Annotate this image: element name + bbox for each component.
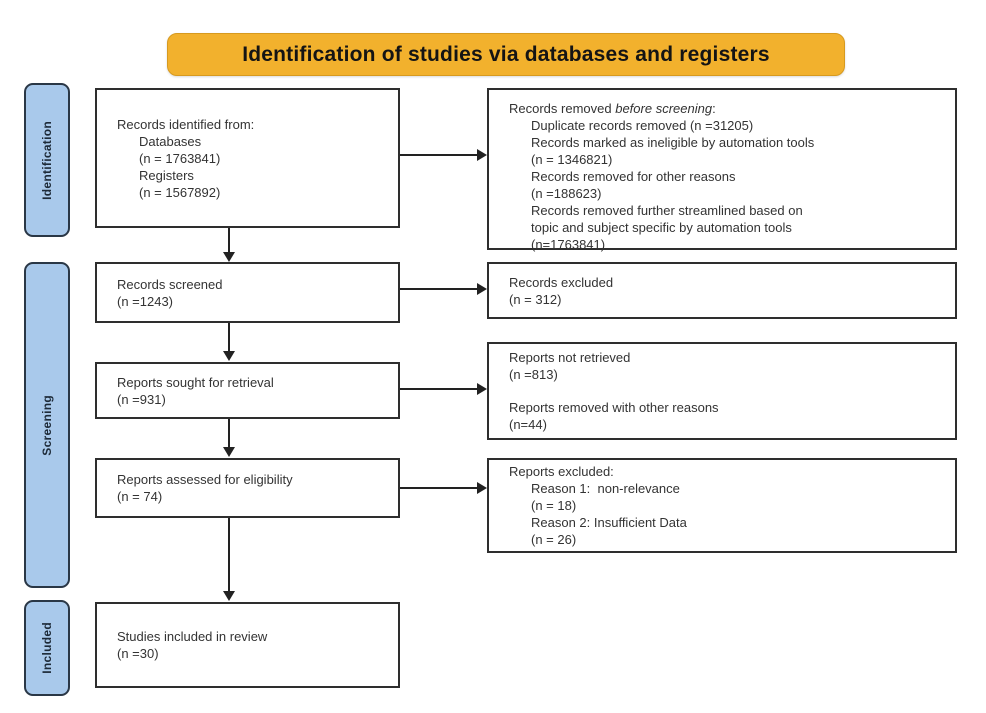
box-line: Reports sought for retrieval — [117, 374, 274, 390]
box-line: (n = 1567892) — [139, 184, 221, 200]
stage-label-included: Included — [24, 600, 70, 696]
arrow-right-head-icon — [477, 149, 487, 161]
box-line: topic and subject specific by automation… — [531, 220, 792, 235]
box-line: (n =931) — [117, 391, 166, 407]
arrow-down-head-icon — [223, 591, 235, 601]
box-line: (n = 26) — [531, 532, 577, 547]
box-line: Reports excluded: — [509, 464, 614, 479]
box-line: Databases — [139, 133, 202, 149]
box-heading: Records removed before screening: — [509, 101, 716, 116]
arrow-down-sought-to-assessed — [228, 419, 230, 448]
italic-phrase: before screening — [615, 101, 713, 116]
box-reports-excluded: Reports excluded: Reason 1: non-relevanc… — [487, 458, 957, 553]
diagram-title: Identification of studies via databases … — [242, 42, 770, 66]
box-line: (n =813) — [509, 367, 558, 382]
box-records-screened: Records screened (n =1243) — [95, 262, 400, 323]
box-records-removed-before-screening: Records removed before screening: Duplic… — [487, 88, 957, 252]
box-line: Reason 2: Insufficient Data — [531, 515, 687, 530]
box-reports-not-retrieved: Reports not retrieved (n =813) Reports r… — [487, 342, 957, 440]
arrow-right-head-icon — [477, 383, 487, 395]
box-line: (n = 74) — [117, 489, 163, 504]
stage-label-identification: Identification — [24, 83, 70, 237]
arrow-right-assessed-to-excluded — [400, 487, 477, 489]
box-line: Reports not retrieved — [509, 350, 631, 365]
box-line: Studies included in review — [117, 629, 268, 644]
box-line: (n = 1346821) — [531, 152, 613, 167]
arrow-down-identified-to-screened — [228, 228, 230, 253]
box-line: Records marked as ineligible by automati… — [531, 135, 815, 150]
box-line: Reports removed with other reasons — [509, 400, 719, 415]
stage-label-screening: Screening — [24, 262, 70, 588]
box-line: Records identified from: — [117, 116, 255, 132]
box-studies-included: Studies included in review (n =30) — [95, 602, 400, 688]
box-line: (n=1763841) — [531, 237, 606, 252]
box-line: Records screened — [117, 276, 223, 292]
stage-label-text: Identification — [40, 120, 54, 200]
arrow-down-head-icon — [223, 351, 235, 361]
arrow-right-head-icon — [477, 482, 487, 494]
box-line: (n =188623) — [531, 186, 602, 201]
box-reports-assessed: Reports assessed for eligibility (n = 74… — [95, 458, 400, 518]
box-records-identified: Records identified from: Databases (n = … — [95, 88, 400, 228]
arrow-right-identified-to-removed — [400, 154, 477, 156]
stage-label-text: Included — [40, 622, 54, 674]
arrow-down-assessed-to-included — [228, 518, 230, 592]
box-line: Records removed further streamlined base… — [531, 203, 803, 218]
box-line: (n = 18) — [531, 498, 577, 513]
box-reports-sought: Reports sought for retrieval (n =931) — [95, 362, 400, 419]
arrow-down-head-icon — [223, 252, 235, 262]
box-line: (n =1243) — [117, 293, 174, 309]
stage-label-text: Screening — [40, 394, 54, 456]
diagram-title-banner: Identification of studies via databases … — [167, 33, 845, 76]
box-line: Reason 1: non-relevance — [531, 481, 680, 496]
box-line: (n = 312) — [509, 291, 562, 307]
arrow-down-screened-to-sought — [228, 323, 230, 352]
arrow-right-screened-to-excluded — [400, 288, 477, 290]
arrow-right-head-icon — [477, 283, 487, 295]
arrow-right-sought-to-not-retrieved — [400, 388, 477, 390]
box-line: (n =30) — [117, 646, 159, 661]
box-line: Reports assessed for eligibility — [117, 472, 293, 487]
box-line: Registers — [139, 167, 194, 183]
box-records-excluded: Records excluded (n = 312) — [487, 262, 957, 319]
box-line: Records excluded — [509, 274, 614, 290]
box-line: (n = 1763841) — [139, 150, 221, 166]
box-line: Records removed for other reasons — [531, 169, 736, 184]
box-line: Duplicate records removed (n =31205) — [531, 118, 754, 133]
arrow-down-head-icon — [223, 447, 235, 457]
box-line: (n=44) — [509, 417, 547, 432]
